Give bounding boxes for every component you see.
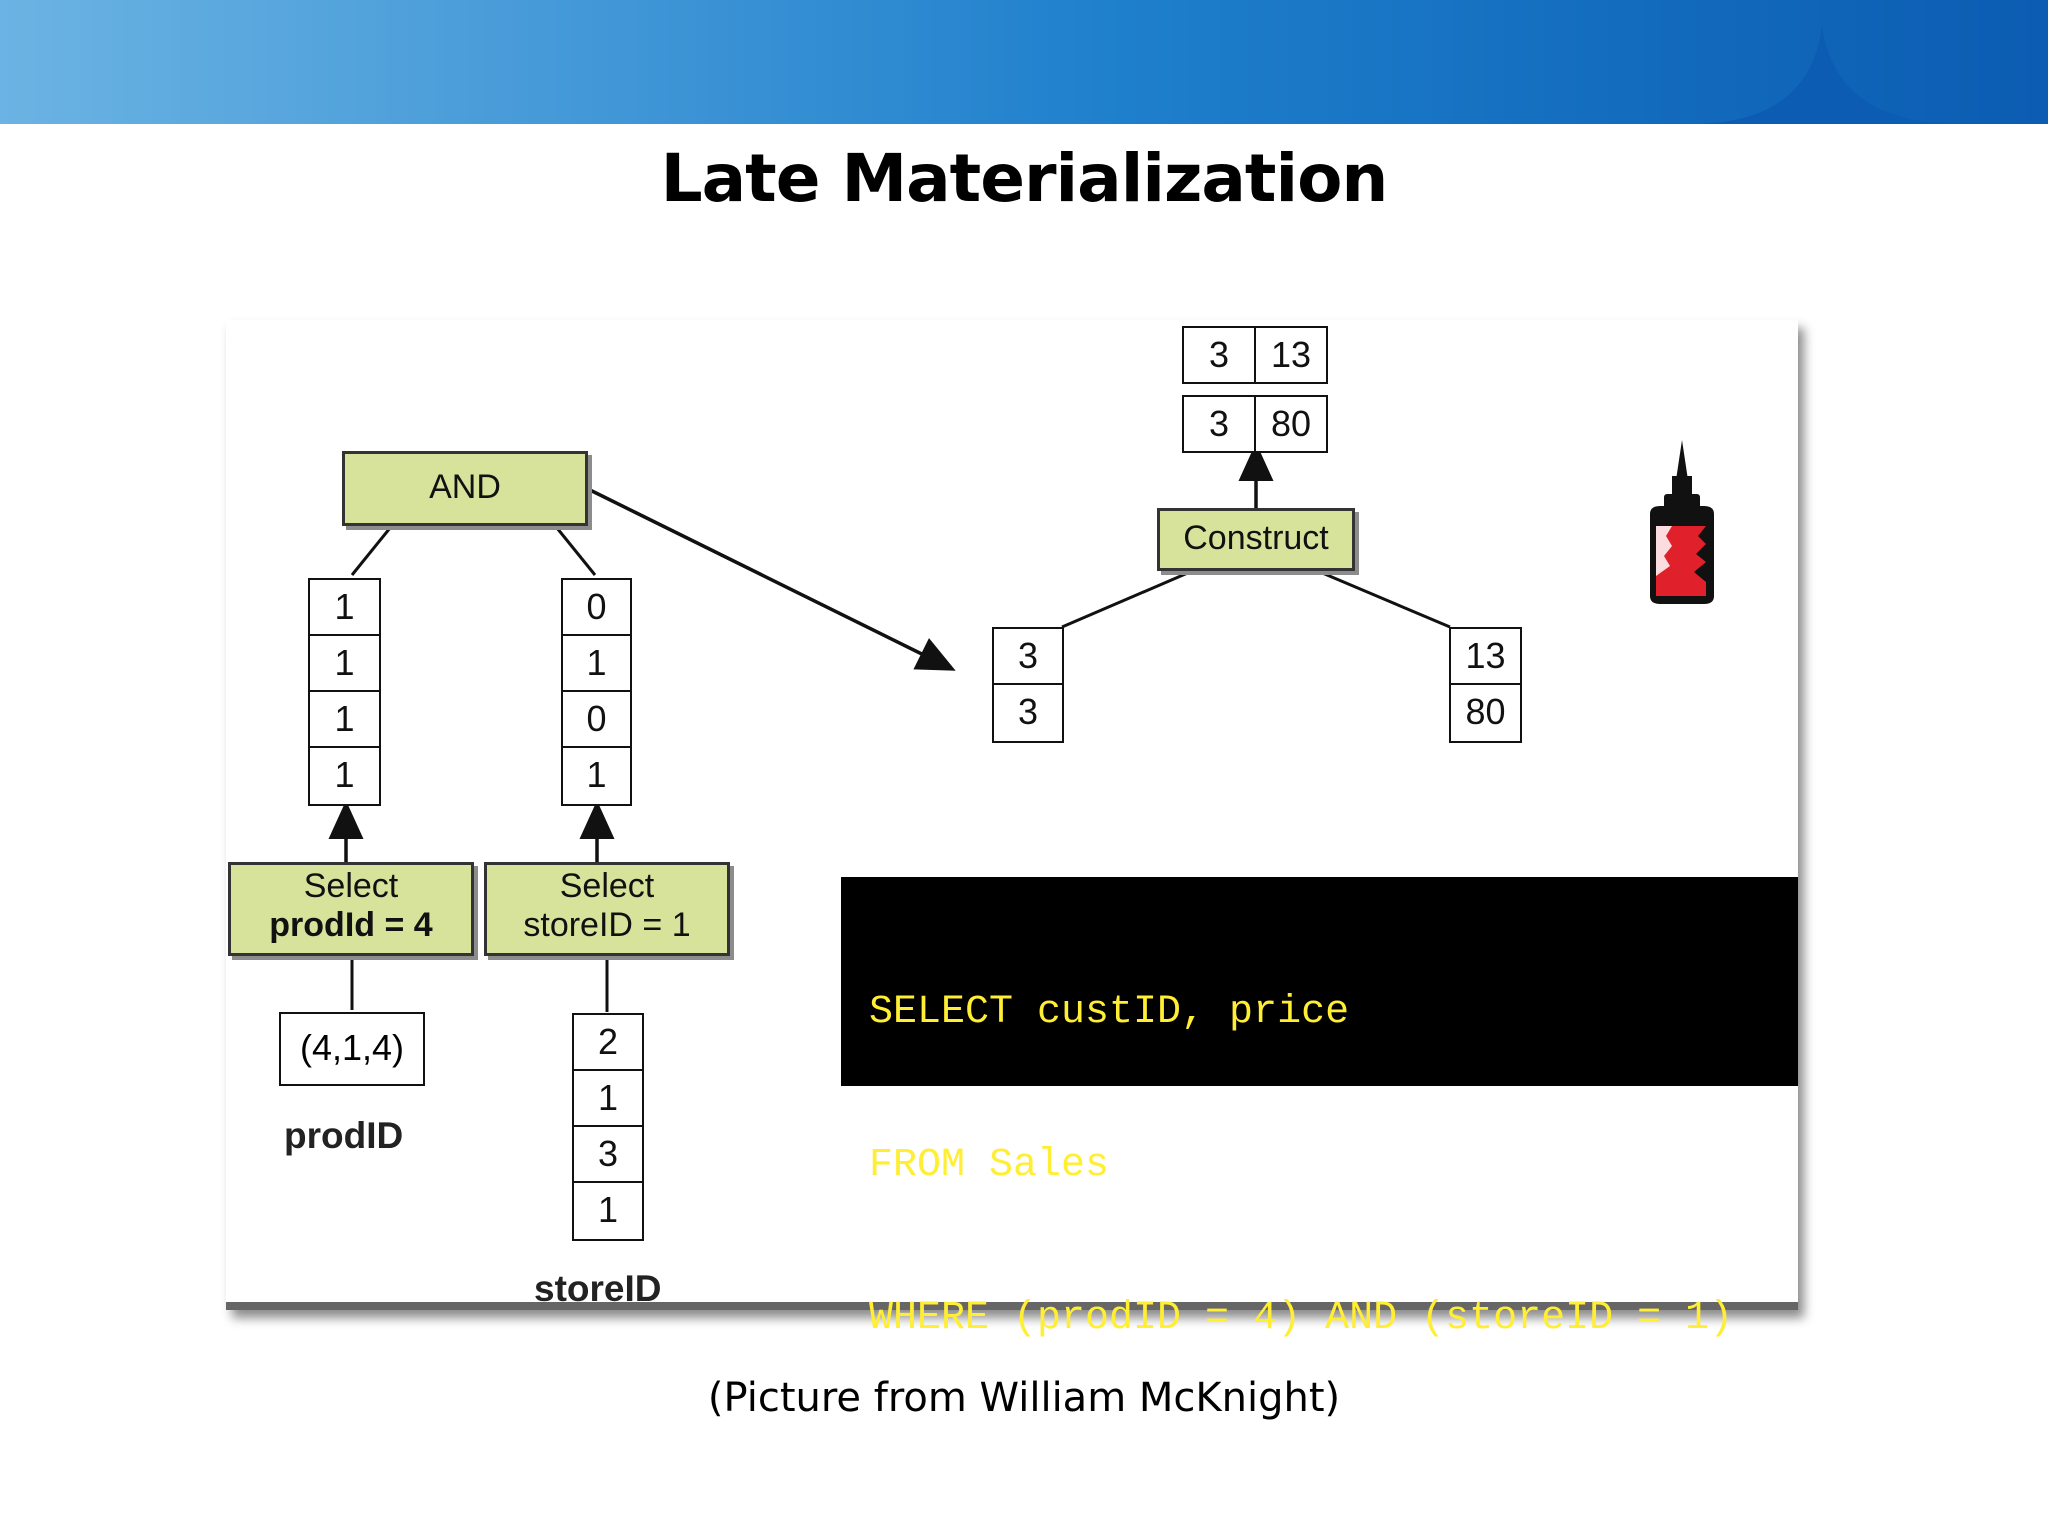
- select-prodid-line2: prodId = 4: [269, 906, 433, 944]
- store-bit-cell: 0: [561, 690, 632, 748]
- result-cust-cell: 3: [1182, 395, 1256, 453]
- store-bit-cell: 0: [561, 578, 632, 636]
- construct-to-cust-line: [1061, 570, 1191, 629]
- storeid-cell: 2: [572, 1013, 644, 1071]
- storeid-label: storeID: [534, 1268, 662, 1309]
- prodid-label: prodID: [284, 1115, 404, 1156]
- sql-line-1: SELECT custID, price: [869, 990, 1350, 1035]
- prod-bit-cell: 1: [308, 578, 381, 636]
- figure-caption: (Picture from William McKnight): [707, 1375, 1341, 1421]
- glue-bottle-icon: [1650, 440, 1714, 604]
- select-storeid-operator: Select storeID = 1: [484, 862, 730, 956]
- custid-cell: 3: [992, 683, 1064, 743]
- result-price-cell: 80: [1254, 395, 1328, 453]
- store-bit-cell: 1: [561, 634, 632, 692]
- prod-tuple: (4,1,4): [279, 1012, 425, 1086]
- price-cell: 80: [1449, 683, 1522, 743]
- storeid-cell: 3: [572, 1125, 644, 1183]
- storeid-cell: 1: [572, 1069, 644, 1127]
- and-to-construct-arrow: [589, 488, 956, 671]
- custid-cell: 3: [992, 627, 1064, 685]
- prod-bit-cell: 1: [308, 746, 381, 806]
- select-prodid-line1: Select: [303, 867, 399, 905]
- select-storeid-line1: Select: [559, 867, 655, 905]
- select-storeid-line2: storeID = 1: [523, 906, 691, 944]
- sql-line-2: FROM Sales: [869, 1143, 1110, 1188]
- select-prodid-operator: Select prodId = 4: [228, 862, 474, 956]
- header-banner: [0, 0, 2048, 124]
- and-to-prod-bits-line: [350, 527, 392, 576]
- result-price-cell: 13: [1254, 326, 1328, 384]
- slide-title: Late Materialization: [660, 140, 1389, 217]
- store-bit-cell: 1: [561, 746, 632, 806]
- prod-bit-cell: 1: [308, 634, 381, 692]
- sql-line-3: WHERE (prodID = 4) AND (storeID = 1): [869, 1296, 1734, 1341]
- result-cust-cell: 3: [1182, 326, 1256, 384]
- construct-operator: Construct: [1157, 508, 1355, 571]
- prod-bit-cell: 1: [308, 690, 381, 748]
- and-operator: AND: [342, 451, 588, 526]
- storeid-cell: 1: [572, 1181, 644, 1241]
- construct-to-price-line: [1319, 570, 1451, 629]
- price-cell: 13: [1449, 627, 1522, 685]
- sql-query-box: SELECT custID, price FROM Sales WHERE (p…: [841, 877, 1798, 1341]
- and-to-store-bits-line: [555, 527, 597, 576]
